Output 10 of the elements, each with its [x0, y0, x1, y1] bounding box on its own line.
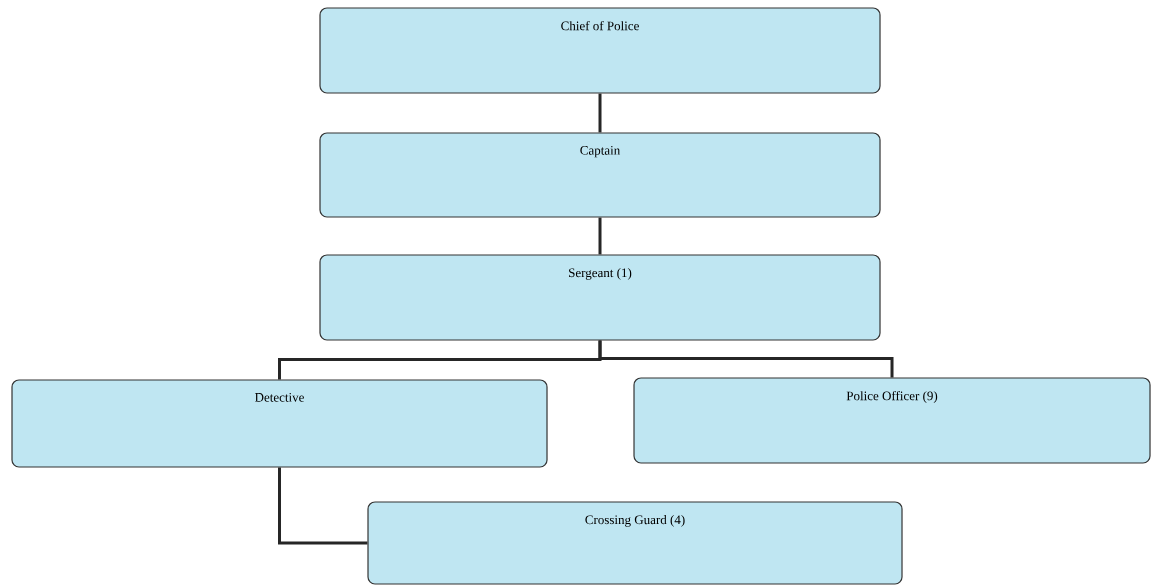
org-box: Detective: [11, 379, 548, 468]
connector-line: [278, 467, 368, 545]
org-box: Police Officer (9): [633, 377, 1151, 464]
connector-line: [598, 93, 602, 133]
connector-line: [598, 340, 894, 378]
org-box: Captain: [319, 132, 881, 218]
connector-line: [598, 217, 602, 255]
org-box: Chief of Police: [319, 7, 881, 94]
org-box: Sergeant (1): [319, 254, 881, 341]
org-box: Crossing Guard (4): [367, 501, 903, 585]
